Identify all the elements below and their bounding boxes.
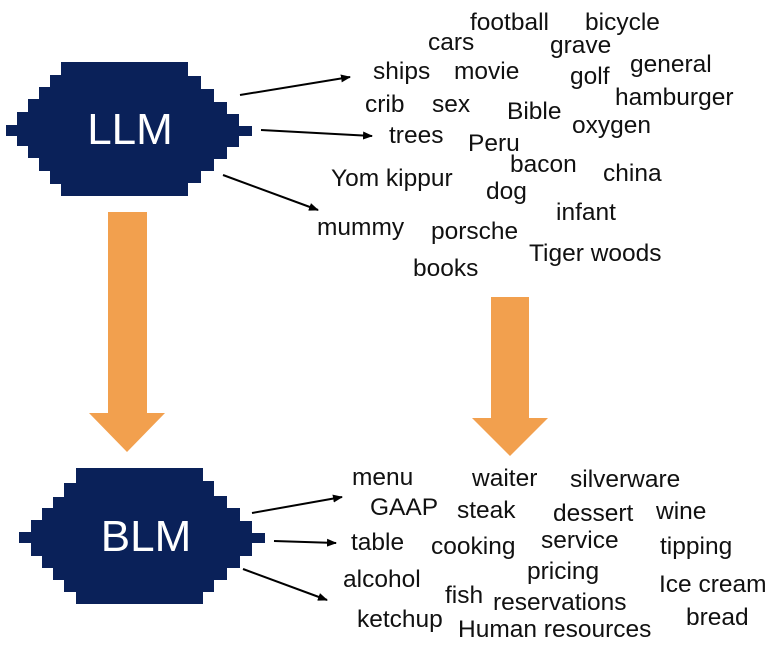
blm-word: silverware bbox=[570, 466, 681, 493]
llm-connector-arrow-top bbox=[239, 74, 351, 96]
blm-word: table bbox=[351, 529, 405, 556]
llm-word: golf bbox=[570, 63, 610, 90]
llm-word: bacon bbox=[510, 151, 577, 178]
blm-word: dessert bbox=[553, 500, 634, 527]
llm-word: bicycle bbox=[585, 9, 660, 36]
llm-word: porsche bbox=[431, 218, 519, 245]
llm-word: cars bbox=[428, 29, 475, 56]
llm-word: Peru bbox=[468, 130, 520, 157]
llm-word: oxygen bbox=[572, 112, 652, 139]
llm-word: Yom kippur bbox=[331, 165, 453, 192]
llm-word: mummy bbox=[317, 214, 405, 241]
blm-word: wine bbox=[656, 498, 707, 525]
blm-word: alcohol bbox=[343, 566, 421, 593]
blm-model-shape bbox=[19, 468, 265, 604]
llm-word: Bible bbox=[507, 98, 562, 125]
blm-word: pricing bbox=[527, 558, 600, 585]
blm-connector-arrow-top bbox=[251, 494, 343, 514]
blm-word: Human resources bbox=[458, 616, 652, 643]
llm-word: Tiger woods bbox=[529, 240, 662, 267]
llm-word: dog bbox=[486, 178, 527, 205]
blm-word: service bbox=[541, 527, 619, 554]
blm-connector-arrow-bottom bbox=[242, 568, 328, 601]
llm-word: ships bbox=[373, 58, 431, 85]
llm-word: china bbox=[603, 160, 662, 187]
llm-connector-arrow-bottom bbox=[222, 174, 319, 211]
blm-word: cooking bbox=[431, 533, 516, 560]
llm-word: hamburger bbox=[615, 84, 734, 111]
llm-to-blm-transition-arrow bbox=[89, 212, 165, 452]
llm-word: infant bbox=[556, 199, 616, 226]
llm-model-shape bbox=[6, 62, 252, 196]
blm-word: Ice cream bbox=[659, 571, 767, 598]
blm-label: BLM bbox=[100, 512, 192, 561]
blm-word: ketchup bbox=[357, 606, 443, 633]
blm-word: fish bbox=[445, 582, 484, 609]
blm-word: waiter bbox=[472, 465, 538, 492]
llm-label: LLM bbox=[87, 105, 173, 154]
llm-word: sex bbox=[432, 91, 471, 118]
blm-word: tipping bbox=[660, 533, 733, 560]
blm-word: bread bbox=[686, 604, 749, 631]
blm-word: reservations bbox=[493, 589, 627, 616]
llm-word: movie bbox=[454, 58, 520, 85]
blm-word: menu bbox=[352, 464, 414, 491]
llm-word: crib bbox=[365, 91, 405, 118]
blm-word: GAAP bbox=[370, 494, 439, 521]
blm-word: steak bbox=[457, 497, 516, 524]
llm-word: football bbox=[470, 9, 550, 36]
llm-word: grave bbox=[550, 32, 612, 59]
llm-word: general bbox=[630, 51, 712, 78]
word-cloud-transition-arrow bbox=[472, 297, 548, 456]
llm-word: books bbox=[413, 255, 479, 282]
llm-word: trees bbox=[389, 122, 444, 149]
blm-connector-arrow-middle bbox=[273, 538, 337, 547]
llm-connector-arrow-middle bbox=[260, 129, 373, 140]
